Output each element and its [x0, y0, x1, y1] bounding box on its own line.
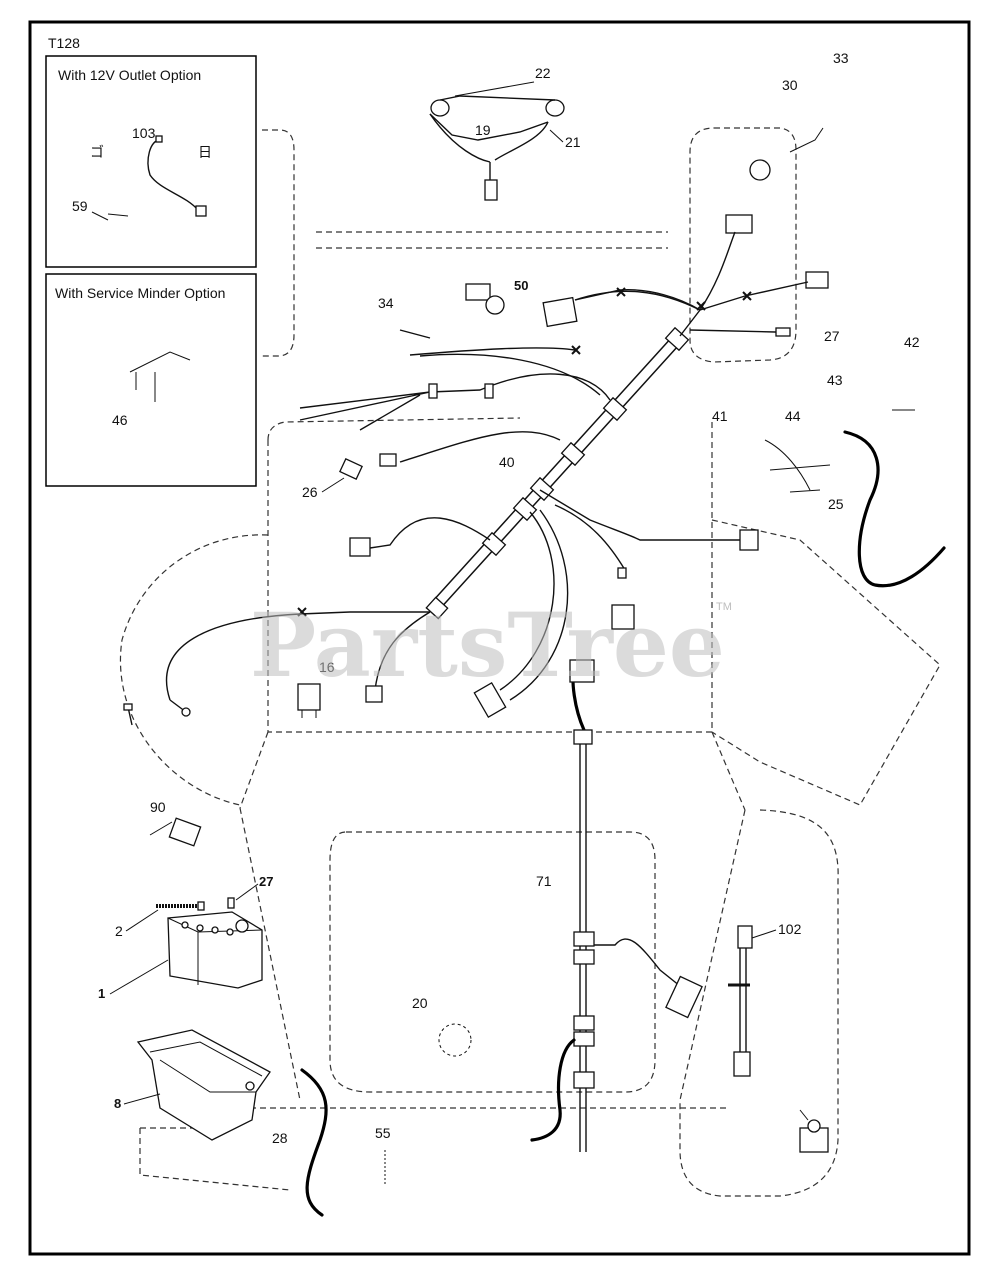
diagram-code: T128 [48, 35, 80, 51]
seat-switch-part [728, 925, 753, 1077]
callout-103: 103 [132, 125, 156, 141]
battery-part [167, 911, 263, 989]
callout-19: 19 [475, 122, 491, 138]
callout-59: 59 [72, 198, 88, 214]
outlet-option-title: With 12V Outlet Option [58, 67, 201, 83]
service-minder-inset: With Service Minder Option 46 [45, 273, 257, 487]
callout-102: 102 [778, 921, 802, 937]
callout-40: 40 [499, 454, 515, 470]
ignition-switch-part [749, 127, 824, 181]
callout-71: 71 [536, 873, 552, 889]
connector-part [617, 567, 627, 579]
bracket-glyph: ゴ [90, 144, 104, 160]
splice-marks [297, 287, 752, 617]
connector-part [725, 214, 753, 234]
harness-branches [165, 231, 809, 701]
connector-part [484, 383, 494, 399]
watermark-text: PartsTree [250, 593, 725, 697]
label-tag-part [542, 296, 578, 328]
connector-part [611, 604, 635, 630]
connector-part [805, 271, 829, 289]
callout-34: 34 [378, 295, 394, 311]
callout-28: 28 [272, 1130, 288, 1146]
callout-41: 41 [712, 408, 728, 424]
callout-46: 46 [112, 412, 128, 428]
connector-part [349, 537, 371, 557]
battery-tray-part [136, 1029, 271, 1141]
callout-44: 44 [785, 408, 801, 424]
watermark-trademark: TM [716, 601, 732, 613]
relay-part [297, 683, 321, 718]
fuse-glyph: 日 [198, 144, 212, 160]
callout-8: 8 [114, 1096, 121, 1111]
callout-33: 33 [833, 50, 849, 66]
headlight-harness-part [429, 95, 565, 201]
connector-part [473, 681, 507, 719]
callout-1: 1 [98, 986, 105, 1001]
plug-part [149, 817, 202, 847]
right-cable-part [764, 409, 946, 588]
callout-30: 30 [782, 77, 798, 93]
connector-part [739, 529, 759, 551]
callout-27-battery: 27 [259, 874, 273, 889]
ground-bolt-part [123, 699, 191, 726]
callout-43: 43 [827, 372, 843, 388]
minder-option-title: With Service Minder Option [55, 285, 225, 301]
main-wire-harness [425, 326, 690, 620]
callout-22: 22 [535, 65, 551, 81]
callout-42: 42 [904, 334, 920, 350]
battery-bolt-part [156, 897, 235, 911]
callout-21: 21 [565, 134, 581, 150]
callout-2: 2 [115, 923, 123, 939]
outlet-option-inset: With 12V Outlet Option ゴ 日 103 59 [45, 55, 257, 268]
cable-part [300, 1068, 328, 1217]
callout-26: 26 [302, 484, 318, 500]
connector-part [775, 327, 791, 337]
chassis-outline [119, 127, 941, 1197]
callout-25: 25 [828, 496, 844, 512]
solenoid-part [799, 1109, 829, 1153]
outlet-wire-part [147, 135, 207, 217]
connector-part [379, 453, 397, 467]
connector-part [428, 383, 438, 399]
callout-27-harness: 27 [824, 328, 840, 344]
fuse-part [339, 457, 363, 481]
callout-55: 55 [375, 1125, 391, 1141]
callout-16: 16 [319, 659, 335, 675]
rear-wire-harness [530, 659, 703, 1152]
gear-part [438, 1023, 472, 1057]
callout-20: 20 [412, 995, 428, 1011]
diagram-border [28, 20, 971, 1256]
connector-part [365, 685, 383, 703]
callout-50: 50 [514, 278, 528, 293]
pto-switch-part [465, 283, 505, 315]
callout-90: 90 [150, 799, 166, 815]
